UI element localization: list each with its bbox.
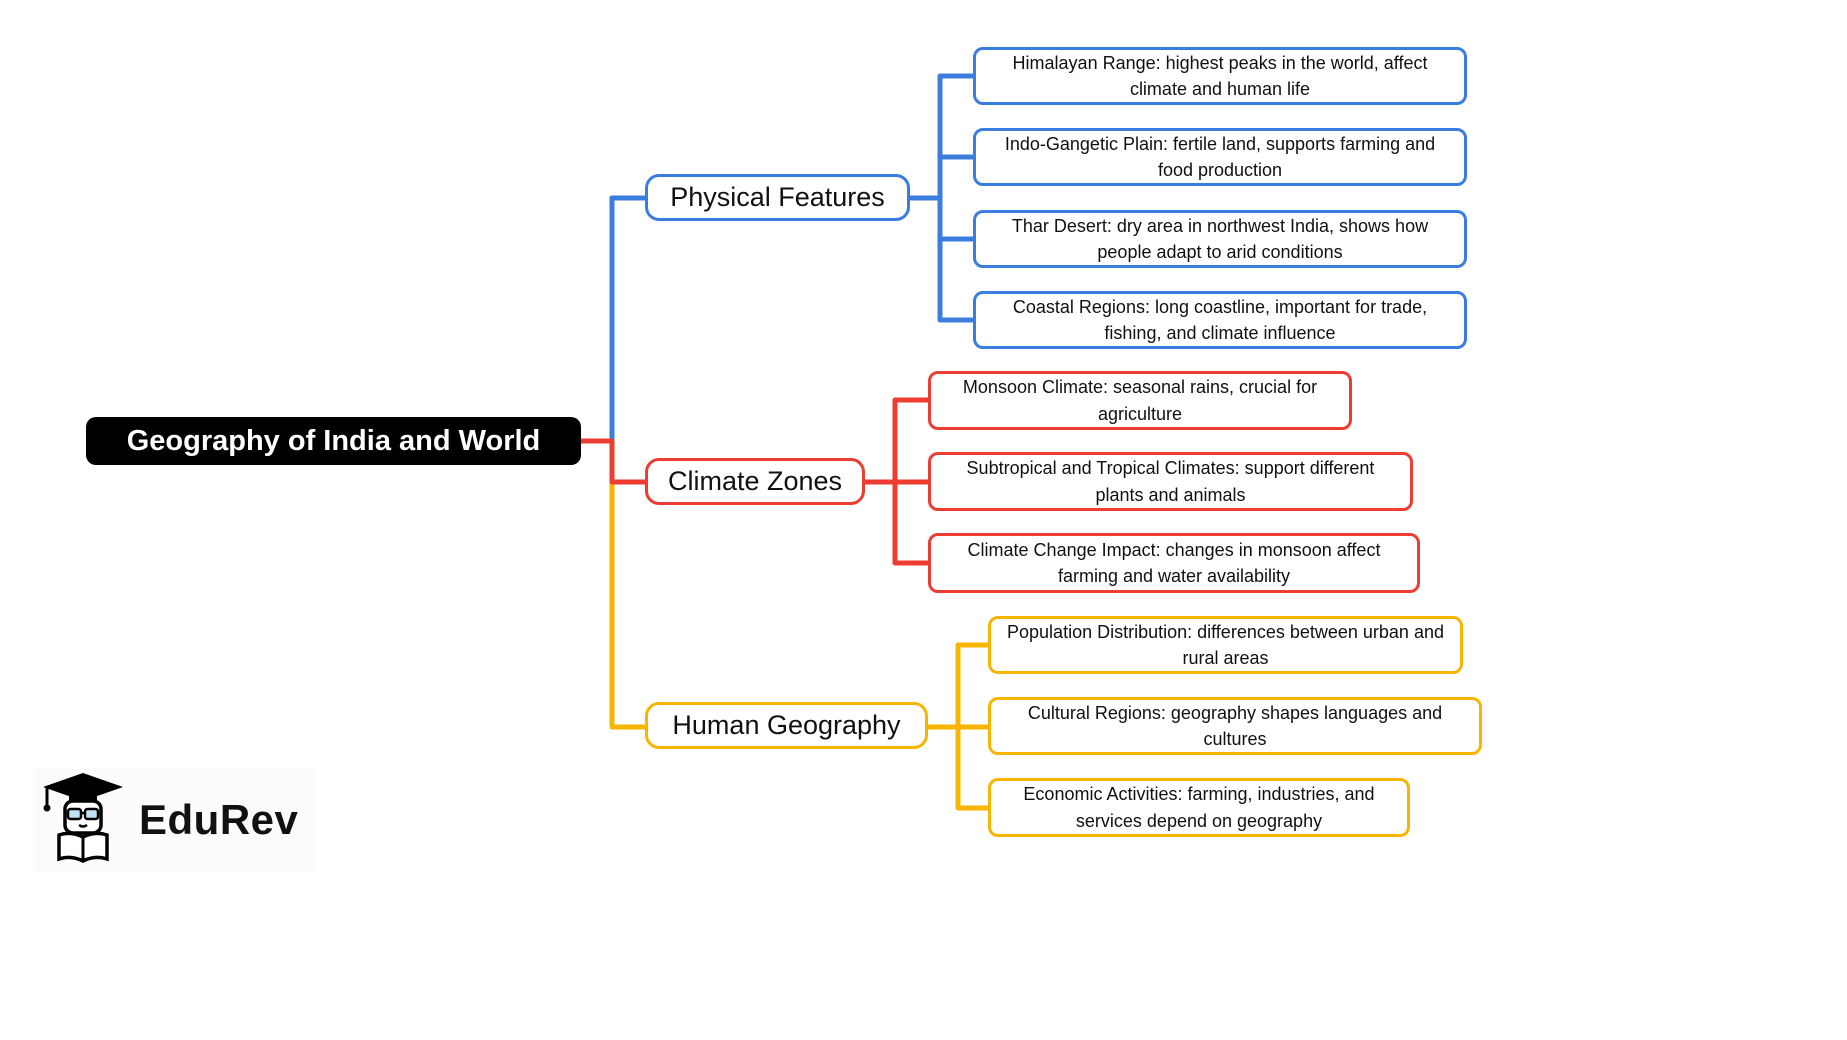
leaf-coastal-regions: Coastal Regions: long coastline, importa… [973, 291, 1467, 349]
leaf-subtropical-tropical-climates: Subtropical and Tropical Climates: suppo… [928, 452, 1413, 511]
leaf-indo-gangetic-plain: Indo-Gangetic Plain: fertile land, suppo… [973, 128, 1467, 186]
trunk-red-line [576, 438, 648, 485]
climate-zones-connectors [862, 397, 931, 566]
leaf-himalayan-range: Himalayan Range: highest peaks in the wo… [973, 47, 1467, 105]
edurev-logo: EduRev [35, 768, 315, 872]
edurev-mascot-icon [43, 773, 123, 863]
leaf-population-distribution: Population Distribution: differences bet… [988, 616, 1463, 674]
human-geography-connectors [925, 642, 991, 811]
branch-node-climate-zones: Climate Zones [645, 458, 865, 505]
leaf-climate-change-impact: Climate Change Impact: changes in monsoo… [928, 533, 1420, 593]
trunk-yellow-line [609, 438, 648, 730]
leaf-thar-desert: Thar Desert: dry area in northwest India… [973, 210, 1467, 268]
leaf-cultural-regions: Cultural Regions: geography shapes langu… [988, 697, 1482, 755]
edurev-logo-text: EduRev [139, 796, 299, 843]
leaf-monsoon-climate: Monsoon Climate: seasonal rains, crucial… [928, 371, 1352, 430]
trunk-blue-line [609, 195, 648, 444]
physical-features-connectors [907, 73, 976, 323]
root-node: Geography of India and World [86, 417, 581, 465]
leaf-economic-activities: Economic Activities: farming, industries… [988, 778, 1410, 837]
branch-node-human-geography: Human Geography [645, 702, 928, 749]
branch-node-physical-features: Physical Features [645, 174, 910, 221]
